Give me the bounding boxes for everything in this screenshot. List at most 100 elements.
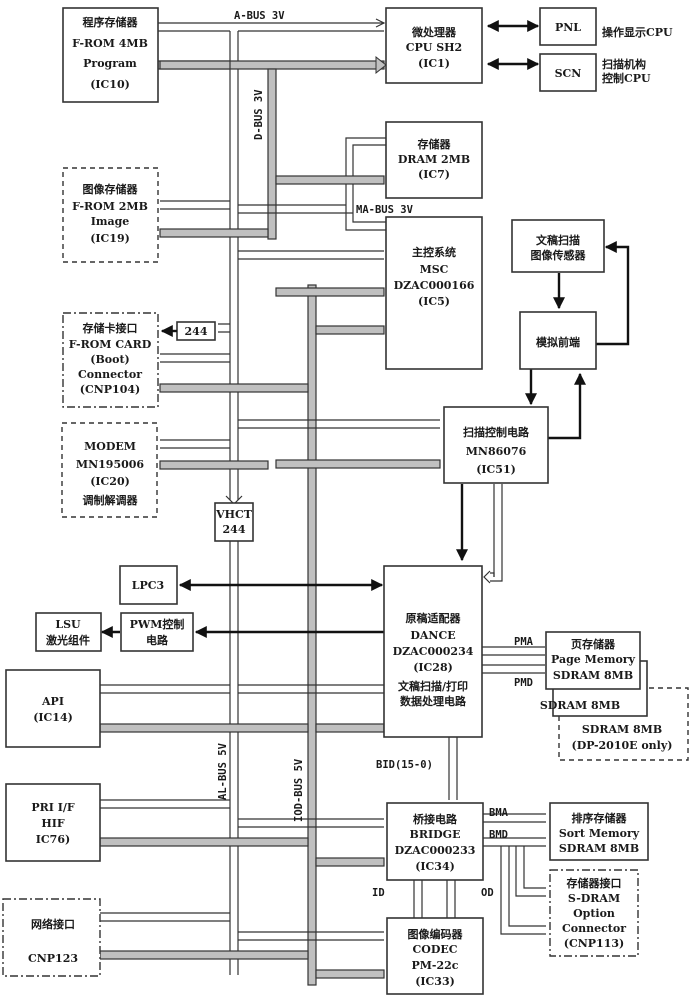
image-rom-label-3: (IC19) [90,232,130,245]
bus-layer [99,18,441,986]
al-bus-vertical [229,535,239,975]
a-bus-to-card [160,353,230,363]
d-bus-to-msc [275,287,385,297]
page-mem-label-2: SDRAM 8MB [553,669,633,682]
a-bus-to-cpu [375,18,386,28]
dance-label-0: 原稿适配器 [406,611,462,625]
scn-note-0: 扫描机构 [602,57,646,71]
scan-ctrl-label-0: 扫描控制电路 [463,425,530,439]
al-bus-to-codec [238,931,384,941]
bid-label: BID(15-0) [376,759,433,771]
iod-bus-to-dance [315,723,385,733]
iod-bus-to-network [99,950,309,960]
iod-bus-label: IOD-BUS 5V [293,758,305,822]
afe-label: 模拟前端 [536,335,580,349]
scn-note-1: 控制CPU [602,71,651,85]
scan-ctrl-to-afe [548,372,586,440]
dance-block: 原稿适配器 DANCE DZAC000234 (IC28) 文稿扫描/打印 数据… [383,565,503,738]
dram-label-0: 存储器 [418,137,452,151]
od-to-option [500,846,546,935]
scan-data-into-dance [483,570,503,584]
iod-bus-to-msc [315,325,385,335]
sdram-opt-label-3: Connector [562,922,626,935]
scn-block: SCN 扫描机构 控制CPU [539,53,651,92]
pwm-label-1: 电路 [146,633,169,647]
dance-label-1: DANCE [410,629,455,642]
pma-label: PMA [514,636,534,648]
modem-label-1: MN195006 [76,458,145,471]
image-rom-label-2: Image [91,215,130,228]
al-bus-to-network [100,912,230,922]
d-bus-to-image-rom [159,228,269,238]
scan-ctrl-label-2: (IC51) [476,463,516,476]
page-mem-label-1: Page Memory [551,653,636,666]
iod-bus-to-bridge [315,857,385,867]
api-label-0: API [41,695,64,708]
page-mem-2-label: SDRAM 8MB [540,699,620,712]
d-bus-to-dram [275,175,385,185]
pri-label-0: PRI I/F [31,801,75,814]
program-rom-label-2: Program [83,57,137,70]
sdram-opt-label-1: S-DRAM [568,892,620,905]
d-bus-to-card [159,383,309,393]
sdram-option-block: 存储器接口 S-DRAM Option Connector (CNP113) [549,869,639,957]
a-bus-to-image-rom [160,200,230,210]
a-bus-vertical [229,31,239,500]
d-bus-to-modem [159,460,269,470]
codec-label-1: CODEC [412,943,457,956]
ma-bus-label: MA-BUS 3V [356,204,414,216]
buffer-244-block: 244 [160,321,216,341]
codec-label-3: (IC33) [415,975,455,988]
a-bus-label: A-BUS 3V [234,10,285,22]
codec-label-0: 图像编码器 [408,927,464,941]
network-label-2: CNP123 [28,952,78,965]
page-memory-stack: SDRAM 8MB (DP-2010E only) SDRAM 8MB 页存储器… [540,631,689,761]
lpc3-label: LPC3 [132,579,164,592]
iod-bus-to-api [99,723,309,733]
od-label: OD [481,887,494,899]
sensor-label-1: 图像传感器 [531,248,587,262]
cpu-label-1: CPU SH2 [406,41,462,54]
a-bus-line [158,22,384,32]
modem-label-2: (IC20) [90,475,130,488]
cpu-label-2: (IC1) [418,57,450,70]
id-label: ID [372,887,385,899]
d-bus-to-program-rom [159,60,231,70]
sensor-label-0: 文稿扫描 [536,233,580,247]
dance-label-5: 数据处理电路 [400,694,467,708]
sort-memory-block: 排序存储器 Sort Memory SDRAM 8MB [549,802,649,861]
bridge-label-3: (IC34) [415,860,455,873]
api-block: API (IC14) [5,669,101,748]
program-rom-label-3: (IC10) [90,78,130,91]
pnl-label: PNL [555,21,581,34]
scan-ctrl-block: 扫描控制电路 MN86076 (IC51) [443,406,549,484]
image-rom-label-0: 图像存储器 [83,182,139,196]
dance-label-4: 文稿扫描/打印 [398,679,468,693]
a-bus-to-modem [160,439,230,449]
page-mem-3-label-1: (DP-2010E only) [572,739,673,752]
bid-bus [448,735,458,800]
network-label-0: 网络接口 [31,917,75,931]
pwm-block: PWM控制 电路 [120,612,194,652]
a-bus-to-dram [238,204,353,214]
card-connector-block: 存储卡接口 F-ROM CARD (Boot) Connector (CNP10… [62,312,159,408]
codec-label-2: PM-22c [411,959,458,972]
bridge-label-1: BRIDGE [410,828,461,841]
buffer-244-label: 244 [185,325,208,338]
a-bus-to-244 [218,323,230,333]
scn-label: SCN [555,67,582,80]
msc-label-3: (IC5) [418,295,450,308]
pma-bus [482,646,545,656]
sdram-opt-label-0: 存储器接口 [567,876,622,890]
afe-block: 模拟前端 [519,311,597,370]
pnl-note: 操作显示CPU [602,25,673,39]
al-bus-to-api [100,684,230,694]
sdram-opt-label-2: Option [573,907,615,920]
scan-ctrl-label-1: MN86076 [466,445,527,458]
pmd-label: PMD [514,677,533,689]
dram-label-2: (IC7) [418,168,450,181]
sdram-opt-label-4: (CNP113) [564,937,624,950]
msc-label-0: 主控系统 [412,245,456,259]
iod-bus-to-codec [315,969,385,979]
